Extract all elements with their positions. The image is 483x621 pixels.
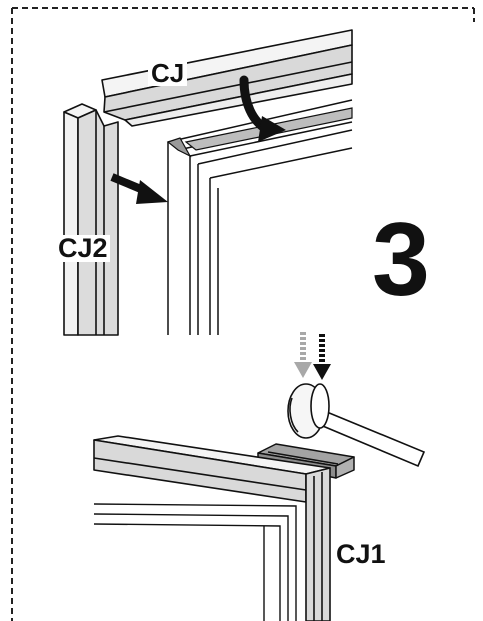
frame-opening-bottom	[93, 503, 297, 621]
cj1-side-piece	[305, 467, 331, 621]
double-down-arrow-icon	[294, 332, 331, 380]
label-cj1: CJ1	[336, 539, 386, 569]
cj2-side-piece	[63, 103, 119, 336]
label-cj: CJ	[148, 60, 188, 86]
dashed-border	[11, 7, 475, 621]
push-arrow-icon	[110, 173, 168, 204]
frame-corner-shade	[166, 137, 192, 158]
label-cj2: CJ2	[56, 233, 110, 263]
rubber-mallet-icon	[287, 383, 426, 468]
cj1-top-rail	[93, 435, 331, 503]
curved-arrow-icon	[239, 75, 286, 142]
cj-top-rail	[101, 29, 353, 127]
step-number: 3	[372, 202, 430, 318]
